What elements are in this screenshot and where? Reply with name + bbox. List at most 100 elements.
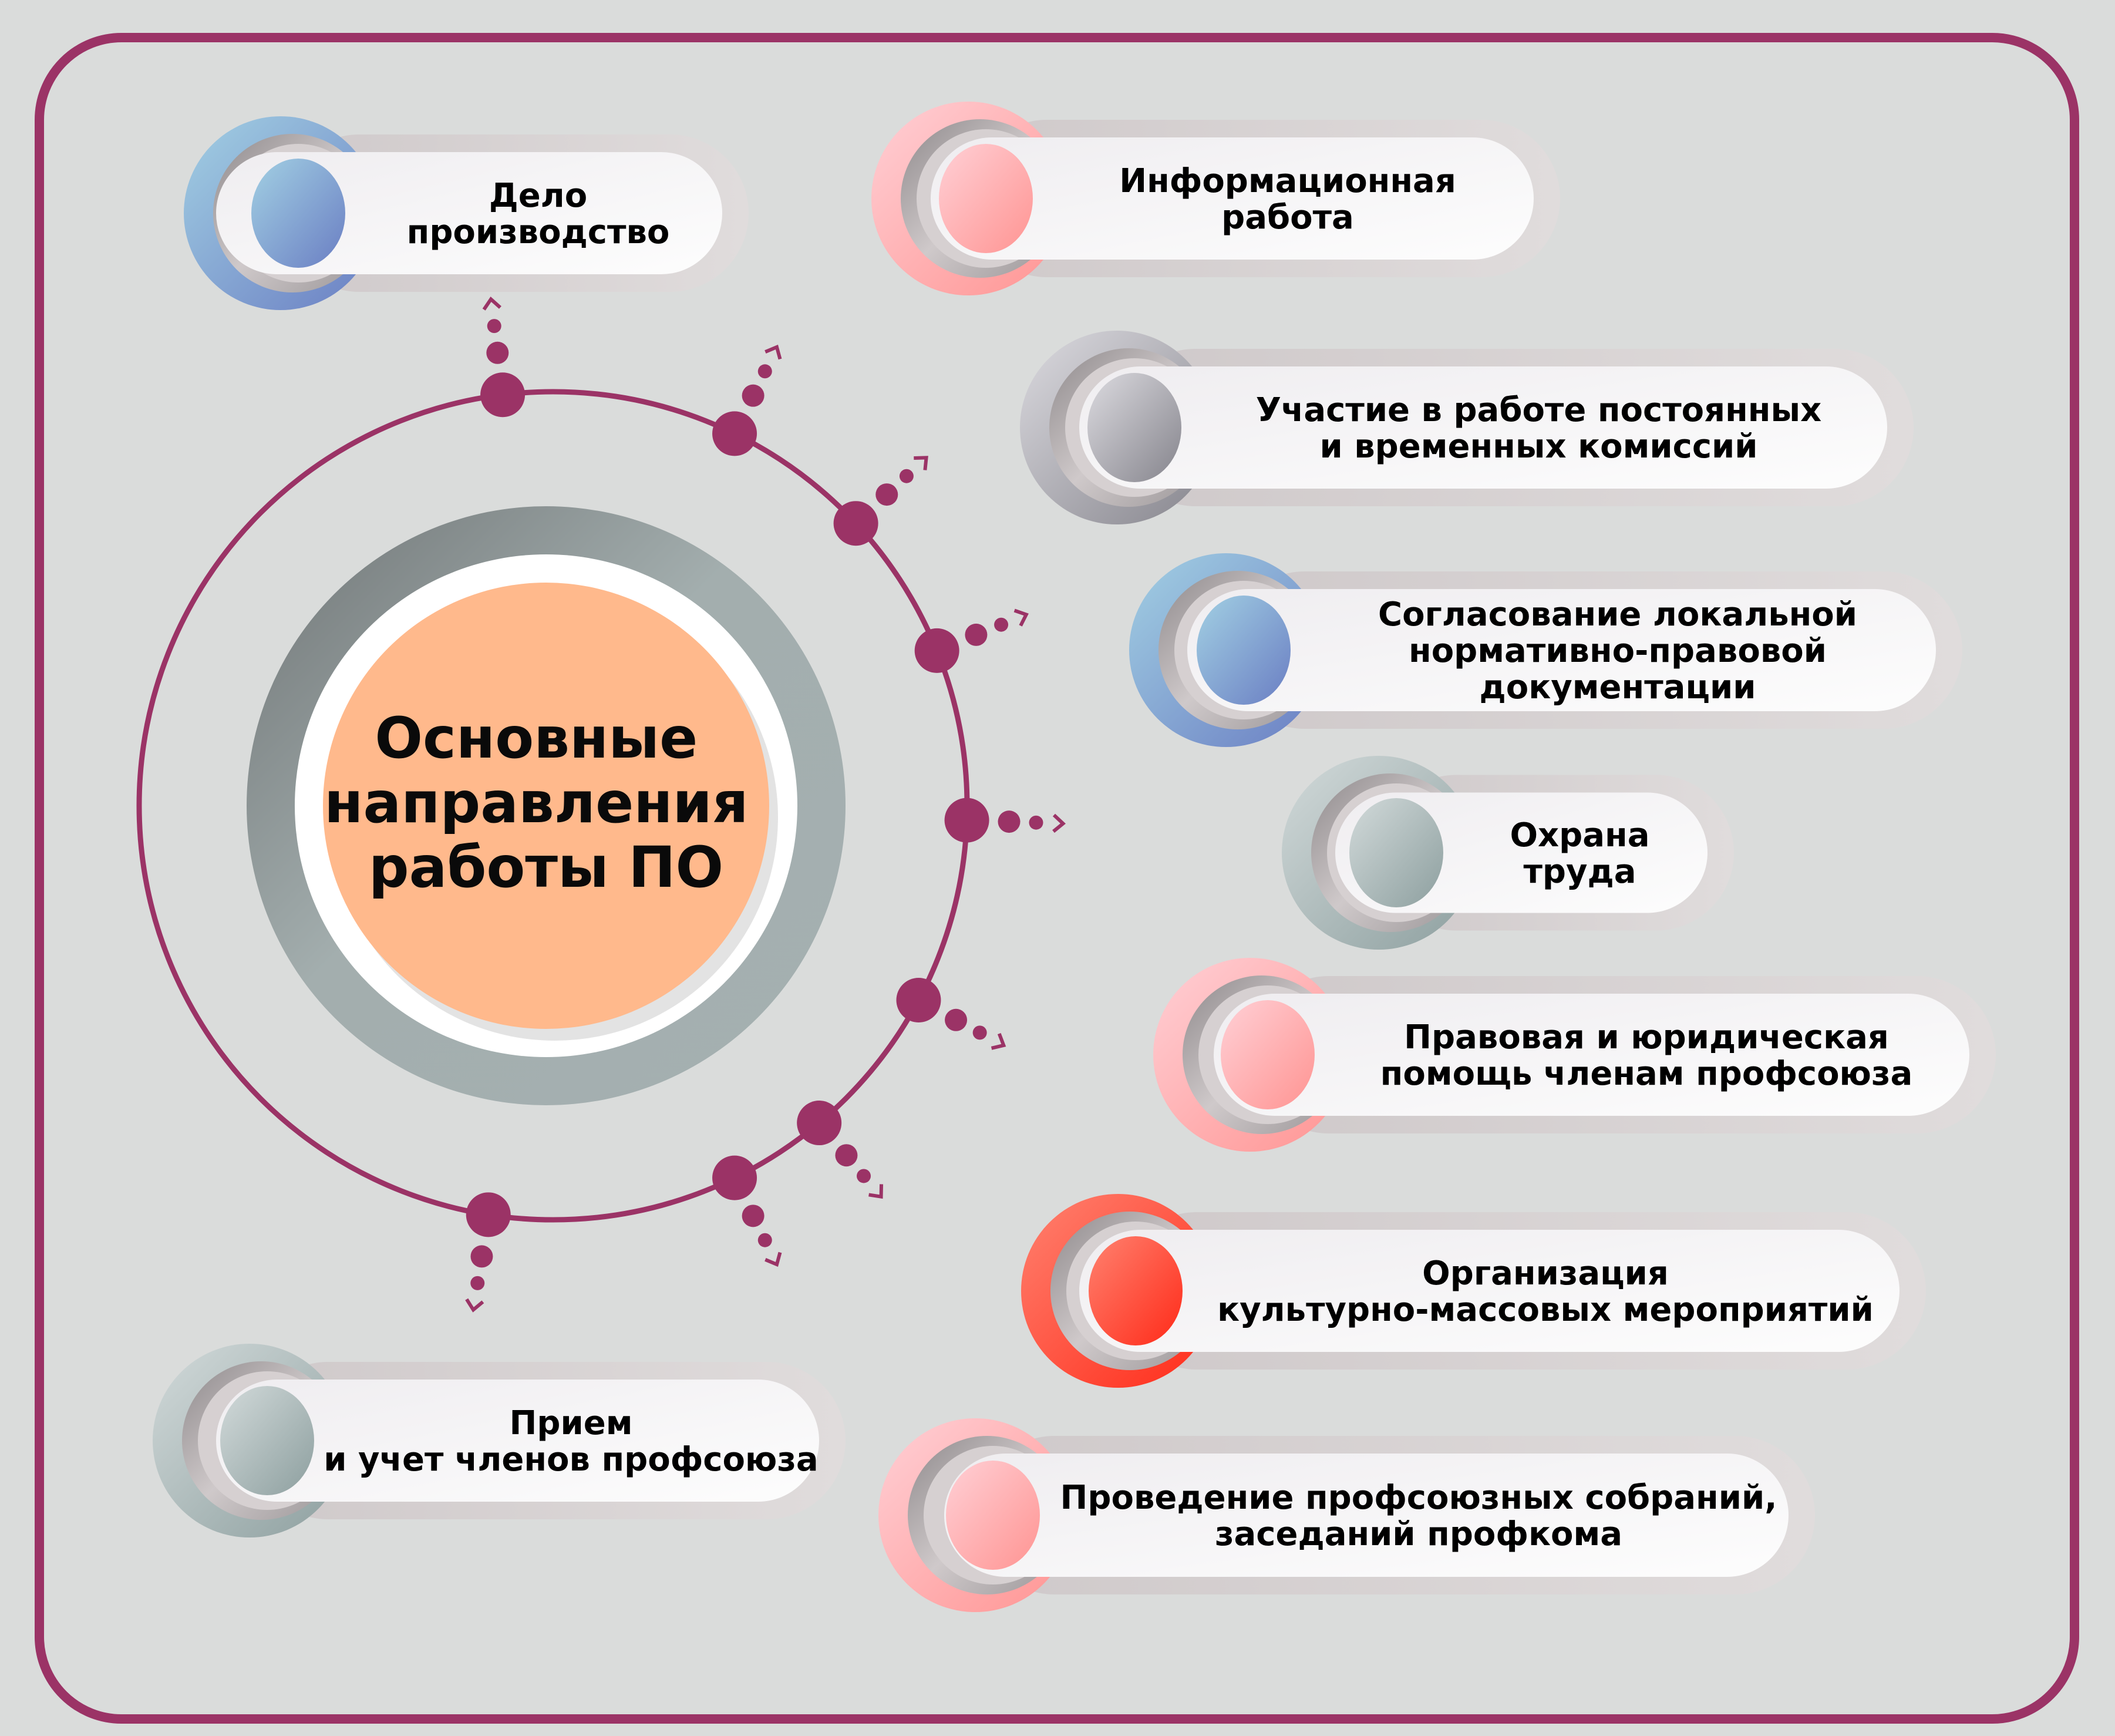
orbit-node [797, 1101, 884, 1199]
item-label-line: Прием [510, 1404, 633, 1442]
orbit-node-dot [896, 977, 941, 1022]
item-pill [1079, 1230, 1900, 1352]
item-pill [216, 1380, 819, 1502]
orbit-node-dot-small [998, 810, 1021, 833]
item-label-line: Проведение профсоюзных собраний, [1060, 1479, 1777, 1517]
orbit-node-dot-small [965, 623, 988, 646]
center-hub: Основные направления работы ПО [247, 506, 846, 1105]
item-pill [944, 1454, 1789, 1577]
center-title: Основные направления работы ПО [324, 705, 768, 900]
outer-frame [35, 33, 2079, 1724]
chevron-icon [1013, 608, 1029, 627]
orbit-node [896, 977, 1006, 1050]
orbit-node-dot-tiny [994, 617, 1009, 632]
item-label-line: Организация [1422, 1254, 1669, 1293]
orbit-node-dot [833, 501, 878, 546]
orbit-node-dot-tiny [899, 469, 914, 483]
orbit-node [480, 296, 526, 418]
center-title-line: работы ПО [369, 835, 723, 900]
orbit-node-dot-small [742, 1205, 765, 1227]
orbit-node-dot-small [486, 341, 509, 364]
item-label-line: документации [1480, 668, 1756, 706]
orbit-node [712, 344, 782, 456]
chevron-icon [868, 1184, 884, 1199]
orbit-node-dot [944, 798, 989, 843]
center-title-line: направления [324, 770, 748, 836]
item-label-line: Охрана [1510, 816, 1649, 854]
chevron-icon [991, 1033, 1006, 1050]
orbit-node-dot-small [835, 1144, 858, 1167]
item-label-line: Информационная [1119, 162, 1456, 200]
orbit-node [914, 608, 1029, 673]
item-label-line: производство [407, 213, 670, 251]
item-label-line: заседаний профкома [1215, 1515, 1622, 1553]
item-label-line: помощь членам профсоюза [1380, 1055, 1913, 1093]
orbit-node-dot-small [945, 1008, 968, 1031]
orbit-node [944, 798, 1066, 843]
item-bullet-icon [1089, 1236, 1183, 1345]
item-pill [216, 152, 722, 274]
item-bullet-icon [220, 1386, 314, 1495]
item-bullet-icon [939, 144, 1033, 253]
orbit-node-dot-tiny [857, 1169, 871, 1183]
chevron-icon [914, 456, 928, 470]
item-pill [1214, 994, 1969, 1116]
orbit-node-dot [797, 1101, 842, 1146]
orbit-node [833, 456, 928, 546]
chevron-icon [1052, 813, 1066, 833]
chevron-icon [482, 296, 501, 311]
item-bullet-icon [1197, 596, 1291, 705]
item-label-line: и учет членов профсоюза [324, 1441, 818, 1479]
orbit-node-dot [480, 372, 526, 418]
item-label-line: и временных комиссий [1320, 428, 1758, 466]
item-label-line: труда [1523, 853, 1636, 891]
orbit-node-dot-tiny [487, 319, 501, 334]
orbit-node-dot [466, 1192, 511, 1237]
item-bullet-icon [251, 159, 345, 268]
item-bullet-icon [1221, 1000, 1315, 1109]
item-label-line: Правовая и юридическая [1404, 1018, 1889, 1057]
orbit-node-dot [914, 628, 959, 673]
orbit-node-dot-small [470, 1245, 493, 1268]
item-label-line: культурно-массовых мероприятий [1217, 1291, 1874, 1329]
orbit-node [712, 1155, 782, 1267]
item-label-line: работа [1221, 199, 1354, 237]
item-pill [1187, 589, 1936, 711]
item-bullet-icon [1349, 798, 1443, 907]
direction-item-provedenie-sobraniy[interactable]: Проведение профсоюзных собраний,заседани… [878, 1418, 1815, 1612]
item-label-line: нормативно-правовой [1409, 632, 1827, 670]
item-pill [1079, 366, 1887, 489]
orbit-node-dot-small [875, 483, 898, 506]
orbit-node-dot-tiny [470, 1276, 485, 1290]
item-label: Проведение профсоюзных собраний,заседани… [1060, 1479, 1777, 1553]
chevron-icon [765, 344, 782, 360]
orbit-node-dot-tiny [757, 364, 772, 379]
orbit-node-dot [712, 1155, 757, 1200]
orbit-node-dot [712, 411, 757, 456]
chevron-icon [765, 1251, 782, 1267]
orbit-node [465, 1192, 511, 1313]
center-disc [323, 583, 769, 1029]
item-bullet-icon [1087, 373, 1181, 482]
orbit-node-dot-tiny [1029, 815, 1043, 830]
orbit-node-dot-tiny [757, 1233, 772, 1247]
item-bullet-icon [946, 1461, 1040, 1570]
